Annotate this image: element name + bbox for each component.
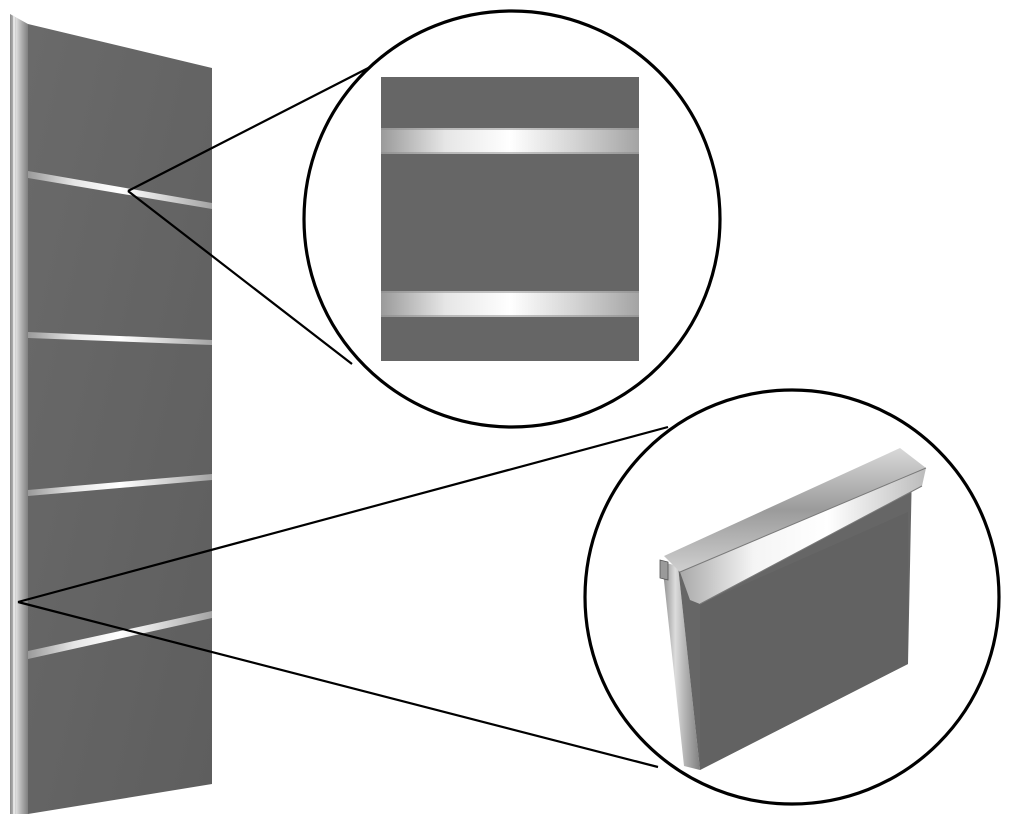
door-panel <box>10 14 212 814</box>
edge-detail-profile-face <box>680 468 926 604</box>
edge-detail-profile-cap <box>659 559 669 581</box>
callout-line-top-lower <box>127 190 353 365</box>
inlay-detail-closeup <box>302 9 722 429</box>
edge-profile-detail-closeup <box>583 388 1001 806</box>
inlay-detail-strip-upper <box>381 128 639 154</box>
inlay-detail-strip-lower <box>381 291 639 317</box>
inlay-strip-4 <box>28 611 212 659</box>
edge-detail-profile-top <box>664 448 926 572</box>
callout-lines <box>17 61 669 769</box>
door-edge-profile <box>10 14 28 814</box>
door-face <box>28 24 212 814</box>
callout-line-top-upper <box>127 61 381 192</box>
edge-detail-side <box>662 562 700 770</box>
inlay-strip-1 <box>28 171 212 209</box>
inlay-strip-3 <box>28 474 212 496</box>
edge-detail-frame <box>583 388 1001 806</box>
callout-line-bottom-upper <box>17 425 669 604</box>
inlay-detail-frame <box>302 9 722 429</box>
callout-line-bottom-lower <box>17 600 659 769</box>
inlay-strip-2 <box>28 332 212 345</box>
inlay-detail-panel <box>381 77 639 361</box>
